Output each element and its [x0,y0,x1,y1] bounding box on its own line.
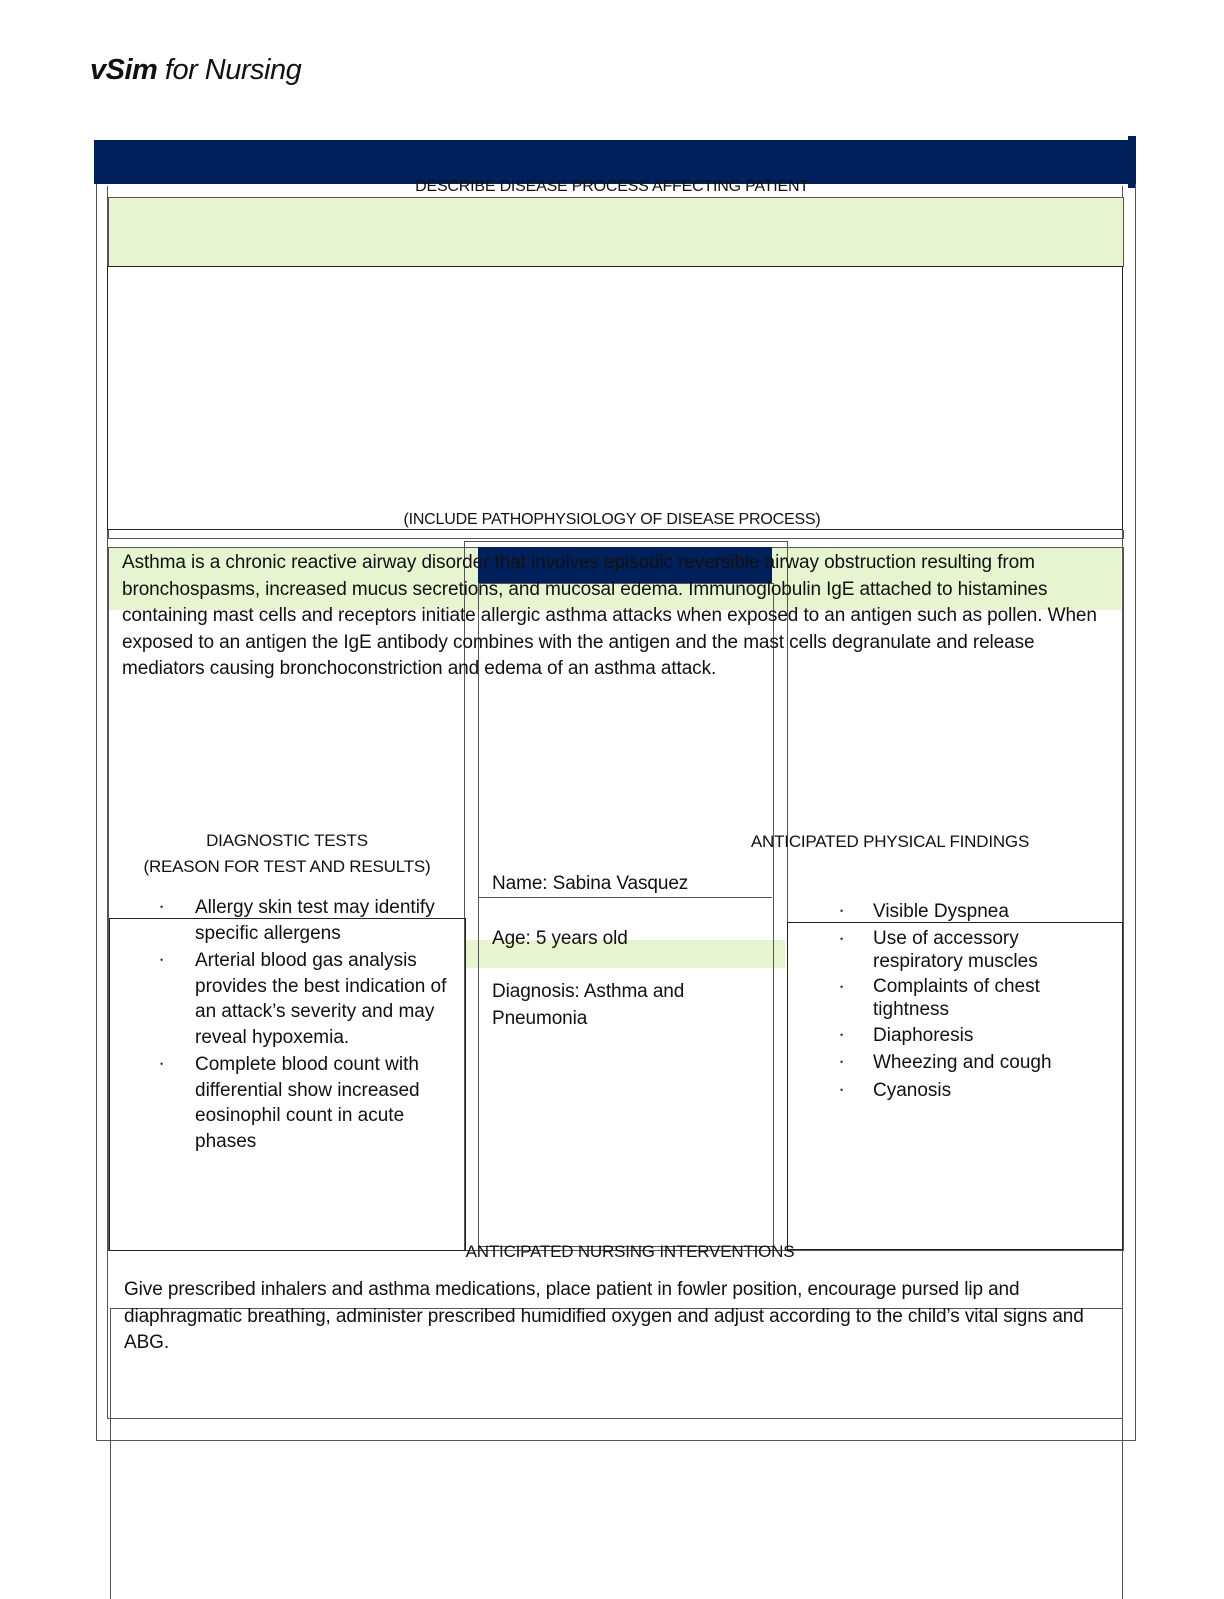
nursing-interventions-heading: ANTICIPATED NURSING INTERVENTIONS [465,1242,795,1261]
diagnostic-test-text: Arterial blood gas analysis provides the… [195,950,447,1048]
diagnostic-tests-list: •Allergy skin test may identify specific… [160,895,457,1154]
list-item: •Complaints of chest tightness [840,975,1040,1020]
patient-age: Age: 5 years old [492,928,628,949]
physical-findings-box [787,922,1123,1250]
disease-blank-box [107,266,1123,530]
disease-box-underline [108,530,1124,539]
list-item: •Visible Dyspnea [840,901,1009,922]
list-item: •Allergy skin test may identify specific… [160,897,435,944]
physical-finding-text: Visible Dyspnea [873,901,1009,922]
patient-column-outer [464,541,788,1251]
pathophysiology-heading: (INCLUDE PATHOPHYSIOLOGY OF DISEASE PROC… [403,511,821,528]
physical-finding-text: Use of accessory respiratory muscles [873,927,1038,972]
logo-brand: vSim [90,54,158,86]
diagnostic-test-text: Allergy skin test may identify specific … [195,897,435,944]
list-item: •Cyanosis [840,1079,952,1101]
disease-process-text: Asthma is a chronic reactive airway diso… [122,552,1097,679]
inner-frame [107,186,1123,1419]
diagnostic-tests-heading: DIAGNOSTIC TESTS [206,831,368,850]
header-bar [94,140,1136,184]
logo-tagline: for Nursing [157,54,302,86]
disease-green-band [108,197,1124,267]
form-frame [96,184,1136,1441]
physical-finding-text: Complaints of chest tightness [873,975,1040,1020]
patient-name: Name: Sabina Vasquez [492,873,689,894]
physical-findings-heading: ANTICIPATED PHYSICAL FINDINGS [750,832,1030,851]
list-item: •Diaphoresis [840,1024,974,1046]
diagnostic-tests-subheading: (REASON FOR TEST AND RESULTS) [143,857,431,876]
diagnostic-test-text: Complete blood count with differential s… [195,1054,420,1152]
patient-diagnosis: Diagnosis: Asthma and Pneumonia [492,981,685,1029]
patient-name-divider [478,897,772,898]
list-item: •Wheezing and cough [840,1052,1052,1073]
nursing-interventions-box [110,1308,1123,1599]
nursing-interventions-text: Give prescribed inhalers and asthma medi… [124,1279,1084,1353]
vsim-logo: vSim for Nursing [90,54,302,87]
patient-column-inner [478,583,774,1247]
list-item: •Complete blood count with differential … [160,1054,420,1152]
list-item: •Use of accessory respiratory muscles [840,927,1038,972]
list-item: •Arterial blood gas analysis provides th… [160,950,447,1048]
physical-finding-text: Diaphoresis [873,1024,974,1046]
header-bar-edge [1128,136,1136,188]
diagnostic-tests-box [109,918,466,1251]
middle-green-strip [465,940,785,968]
physical-finding-text: Cyanosis [873,1079,952,1101]
physical-findings-list: •Visible Dyspnea •Use of accessory respi… [840,899,1073,1103]
disease-process-heading: DESCRIBE DISEASE PROCESS AFFECTING PATIE… [415,178,809,195]
patient-header-bar [478,547,772,583]
physical-finding-text: Wheezing and cough [873,1052,1052,1073]
